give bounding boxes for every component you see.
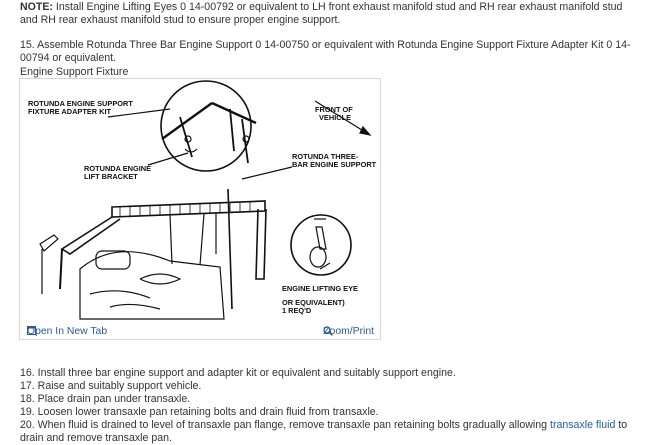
step-16: 16. Install three bar engine support and… <box>20 367 456 379</box>
step-20-text-before: 20. When fluid is drained to level of tr… <box>20 419 550 431</box>
step-20: 20. When fluid is drained to level of tr… <box>20 419 642 445</box>
transaxle-fluid-link[interactable]: transaxle fluid <box>550 419 616 431</box>
label-lift-bracket-1: ROTUNDA ENGINE <box>84 164 151 173</box>
label-lift-bracket-2: LIFT BRACKET <box>84 172 138 181</box>
detail-circle-lifting-eye <box>290 214 352 276</box>
figure-caption: Engine Support Fixture <box>20 66 129 78</box>
zoom-print-label: Zoom/Print <box>323 326 374 337</box>
figure-footer: Open In New Tab Zoom/Print <box>20 324 380 339</box>
detail-circle-adapter <box>160 80 252 172</box>
open-in-new-tab-icon <box>27 326 36 335</box>
label-three-bar-1: ROTUNDA THREE- <box>292 152 359 161</box>
step-18: 18. Place drain pan under transaxle. <box>20 393 191 405</box>
step-17: 17. Raise and suitably support vehicle. <box>20 380 202 392</box>
step-15: 15. Assemble Rotunda Three Bar Engine Su… <box>20 39 631 64</box>
label-front-1: FRONT OF <box>315 105 353 114</box>
magnifier-icon <box>323 326 334 336</box>
zoom-print-link[interactable]: Zoom/Print <box>323 326 374 337</box>
label-front-2: VEHICLE <box>319 113 351 122</box>
note-label: NOTE: <box>20 1 53 13</box>
engine-support-illustration: ROTUNDA ENGINE SUPPORT FIXTURE ADAPTER K… <box>28 80 377 320</box>
label-reqd: 1 REQ'D <box>282 306 312 315</box>
figure-frame: ROTUNDA ENGINE SUPPORT FIXTURE ADAPTER K… <box>19 78 381 340</box>
label-three-bar-2: BAR ENGINE SUPPORT <box>292 160 377 169</box>
note-text: Install Engine Lifting Eyes 0 14-00792 o… <box>20 1 623 26</box>
note-paragraph: NOTE: Install Engine Lifting Eyes 0 14-0… <box>20 1 642 27</box>
label-adapter-kit-1: ROTUNDA ENGINE SUPPORT <box>28 99 133 108</box>
steps-list: 16. Install three bar engine support and… <box>20 367 642 445</box>
open-in-new-tab-label: Open In New Tab <box>27 326 108 337</box>
label-lifting-eye: ENGINE LIFTING EYE <box>282 284 358 293</box>
step-19: 19. Loosen lower transaxle pan retaining… <box>20 406 379 418</box>
open-in-new-tab-link[interactable]: Open In New Tab <box>27 326 107 337</box>
label-or-equivalent: OR EQUIVALENT) <box>282 298 345 307</box>
label-adapter-kit-2: FIXTURE ADAPTER KIT <box>28 107 112 116</box>
